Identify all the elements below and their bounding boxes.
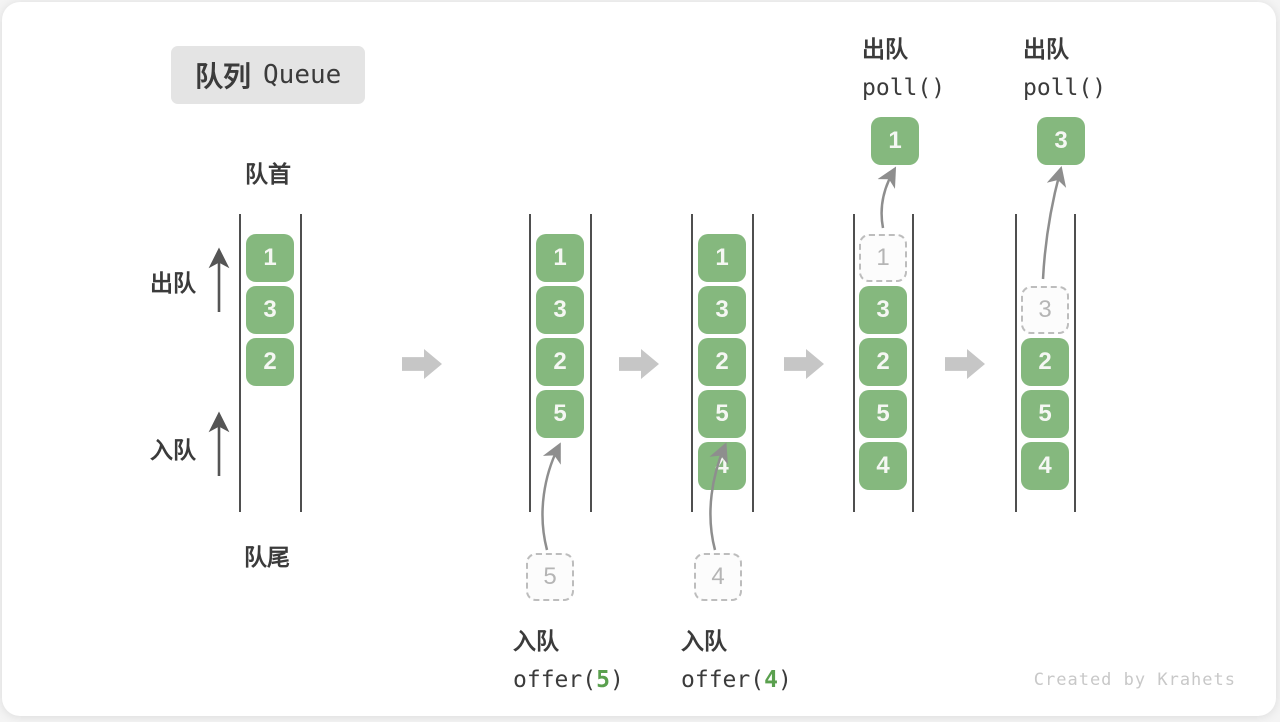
label-dequeue: 出队	[150, 270, 196, 296]
enqueue-code-label: offer(4)	[681, 667, 792, 693]
code-close: )	[777, 667, 792, 693]
enqueue-action-label: 入队	[681, 628, 727, 654]
queue-cell: 2	[1021, 338, 1069, 386]
title-zh: 队列	[195, 61, 252, 92]
queue-cell: 4	[1021, 442, 1069, 490]
label-queue-tail: 队尾	[244, 544, 290, 570]
dequeue-action-label: 出队	[862, 36, 908, 62]
enqueue-annotation: 入队 offer(5)	[513, 622, 624, 693]
dequeue-annotation: 出队 poll()	[862, 30, 945, 101]
enqueue-action-label: 入队	[513, 628, 559, 654]
code-arg: 5	[596, 667, 610, 693]
popped-element: 3	[1037, 117, 1085, 165]
state-transition-arrow-icon	[784, 349, 824, 379]
queue-cell: 1	[246, 234, 294, 282]
state-transition-arrow-icon	[402, 349, 442, 379]
queue-cell: 1	[536, 234, 584, 282]
popped-element: 1	[871, 117, 919, 165]
queue-cell: 5	[536, 390, 584, 438]
queue-cell: 1	[698, 234, 746, 282]
dequeue-code-label: poll()	[862, 75, 946, 101]
code-close: )	[609, 667, 624, 693]
enqueue-annotation: 入队 offer(4)	[681, 622, 792, 693]
dequeue-move-arrow-icon	[877, 166, 897, 229]
dequeue-move-arrow-icon	[1041, 165, 1067, 280]
queue-cell: 3	[246, 286, 294, 334]
rail-right-state5	[1074, 214, 1076, 512]
rail-left-state2	[529, 214, 531, 512]
label-queue-head: 队首	[245, 161, 291, 187]
rail-right-state2	[590, 214, 592, 512]
code-fn: offer(	[513, 667, 597, 693]
queue-cell: 5	[1021, 390, 1069, 438]
rail-right-state1	[300, 214, 302, 512]
title-badge: 队列 Queue	[171, 46, 366, 104]
queue-cell: 3	[698, 286, 746, 334]
rail-left-state5	[1015, 214, 1017, 512]
queue-cell: 2	[859, 338, 907, 386]
rail-left-state1	[239, 214, 241, 512]
queue-cell: 2	[698, 338, 746, 386]
queue-cell: 3	[536, 286, 584, 334]
rail-left-state3	[691, 214, 693, 512]
state-transition-arrow-icon	[619, 349, 659, 379]
state-transition-arrow-icon	[945, 349, 985, 379]
queue-cell: 5	[698, 390, 746, 438]
rail-right-state4	[912, 214, 914, 512]
incoming-element: 5	[526, 553, 574, 601]
queue-cell: 5	[859, 390, 907, 438]
queue-cell: 3	[859, 286, 907, 334]
queue-cell: 4	[859, 442, 907, 490]
code-arg: 4	[764, 667, 778, 693]
rail-left-state4	[853, 214, 855, 512]
rail-right-state3	[752, 214, 754, 512]
queue-cell: 2	[536, 338, 584, 386]
dequeue-action-label: 出队	[1023, 36, 1069, 62]
label-enqueue: 入队	[150, 437, 196, 463]
code-fn: offer(	[681, 667, 765, 693]
watermark: Created by Krahets	[1033, 670, 1236, 690]
queue-cell: 2	[246, 338, 294, 386]
enqueue-code-label: offer(5)	[513, 667, 624, 693]
queue-cell: 4	[698, 442, 746, 490]
removed-element-slot: 1	[859, 234, 907, 282]
dequeue-annotation: 出队 poll()	[1023, 30, 1106, 101]
incoming-element: 4	[694, 553, 742, 601]
title-en: Queue	[263, 60, 342, 90]
enqueue-move-arrow-icon	[541, 442, 561, 551]
dequeue-code-label: poll()	[1023, 75, 1107, 101]
removed-element-slot: 3	[1021, 286, 1069, 334]
